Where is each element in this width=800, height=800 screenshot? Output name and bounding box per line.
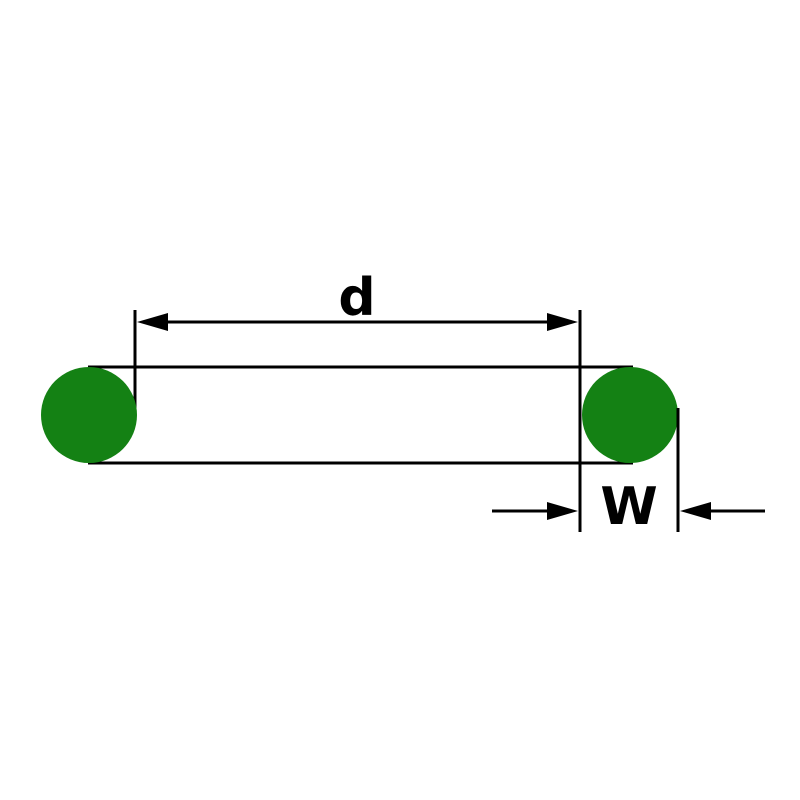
ring-cross-section-right [582, 367, 678, 463]
w-arrowhead-right-icon [680, 502, 711, 520]
ring-cross-section-left [41, 367, 137, 463]
ring-cross-sections [41, 367, 678, 463]
d-arrowhead-left-icon [137, 313, 168, 331]
d-arrowhead-right-icon [547, 313, 578, 331]
ring-body [88, 365, 633, 465]
d-label: d [338, 268, 375, 328]
dimension-w-arrowheads [547, 502, 711, 520]
w-label: W [600, 477, 657, 537]
dimension-d-arrowheads [137, 313, 578, 331]
dimension-d [133, 310, 582, 532]
w-arrowhead-left-icon [547, 502, 578, 520]
